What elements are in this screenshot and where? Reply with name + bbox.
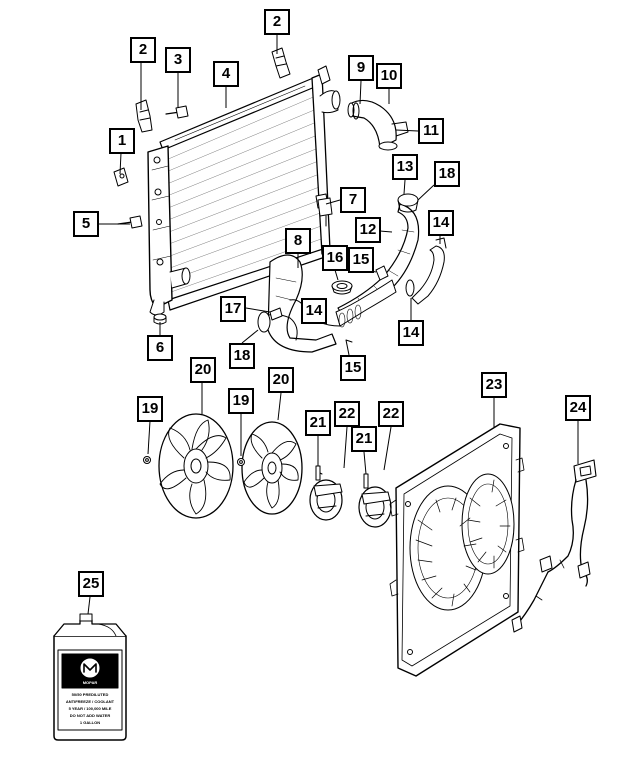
callout-14-upper-right: 14: [428, 210, 454, 236]
callout-21-right: 21: [351, 426, 377, 452]
callout-2-right: 2: [264, 9, 290, 35]
callout-4: 4: [213, 61, 239, 87]
fan-shroud: [389, 423, 525, 677]
bolt-5: [117, 215, 143, 229]
screw-21-left: [315, 465, 321, 481]
callout-23: 23: [481, 372, 507, 398]
fan-motor-right: [358, 486, 392, 528]
clamp-17: [269, 307, 283, 321]
callout-15-lower: 15: [340, 355, 366, 381]
callout-9: 9: [348, 55, 374, 81]
fan-left: [158, 413, 234, 519]
nut-19-right: [237, 458, 245, 466]
wiring-harness: [511, 459, 597, 633]
callout-19-right: 19: [228, 388, 254, 414]
upper-isolator-left: [135, 99, 153, 133]
clip-1: [113, 167, 129, 187]
callout-18-upper: 18: [434, 161, 460, 187]
callout-3: 3: [165, 47, 191, 73]
callout-18-lower: 18: [229, 343, 255, 369]
callout-10: 10: [376, 63, 402, 89]
callout-17: 17: [220, 296, 246, 322]
fan-right: [241, 421, 303, 515]
heater-hose-14: [411, 237, 447, 305]
callout-8: 8: [285, 228, 311, 254]
callout-14-left: 14: [301, 298, 327, 324]
jug-label-line-5: 1 GALLON: [80, 720, 100, 725]
hose-clamp-9: [352, 102, 360, 120]
coolant-jug: [53, 613, 127, 741]
upper-isolator-right: [271, 47, 291, 79]
callout-21-left: 21: [305, 410, 331, 436]
sensor-7: [317, 197, 333, 227]
upper-hose-10: [347, 99, 409, 151]
fan-motor-left: [309, 471, 343, 521]
callout-13: 13: [392, 154, 418, 180]
jug-label-line-3: 5 YEAR / 100,000 MILE: [69, 706, 112, 711]
callout-6: 6: [147, 335, 173, 361]
callout-2-left: 2: [130, 37, 156, 63]
callout-14-lower-right: 14: [398, 320, 424, 346]
callout-24: 24: [565, 395, 591, 421]
jug-brand-text: MOPAR: [83, 680, 98, 685]
nut-19-left: [143, 456, 151, 464]
jug-label-line-2: ANTIFREEZE / COOLANT: [66, 699, 115, 704]
callout-20-right: 20: [268, 367, 294, 393]
lower-hose-assembly: [257, 254, 397, 353]
callout-19-left: 19: [137, 396, 163, 422]
callout-5: 5: [73, 211, 99, 237]
callout-22-right: 22: [378, 401, 404, 427]
callout-1: 1: [109, 128, 135, 154]
cap-16: [331, 280, 353, 295]
clamp-15: [345, 265, 389, 343]
jug-label-line-1: 50/50 PREDILUTED: [72, 692, 109, 697]
callout-7: 7: [340, 187, 366, 213]
callout-11: 11: [418, 118, 444, 144]
bolt-3: [165, 105, 189, 119]
callout-12: 12: [355, 217, 381, 243]
callout-20-left: 20: [190, 357, 216, 383]
callout-16: 16: [322, 245, 348, 271]
clamp-14-lower: [405, 279, 415, 297]
screw-21-right: [363, 473, 369, 489]
callout-22-left: 22: [334, 401, 360, 427]
radiator: [147, 65, 341, 316]
callout-15-upper: 15: [348, 247, 374, 273]
callout-25: 25: [78, 571, 104, 597]
jug-label-line-4: DO NOT ADD WATER: [70, 713, 111, 718]
